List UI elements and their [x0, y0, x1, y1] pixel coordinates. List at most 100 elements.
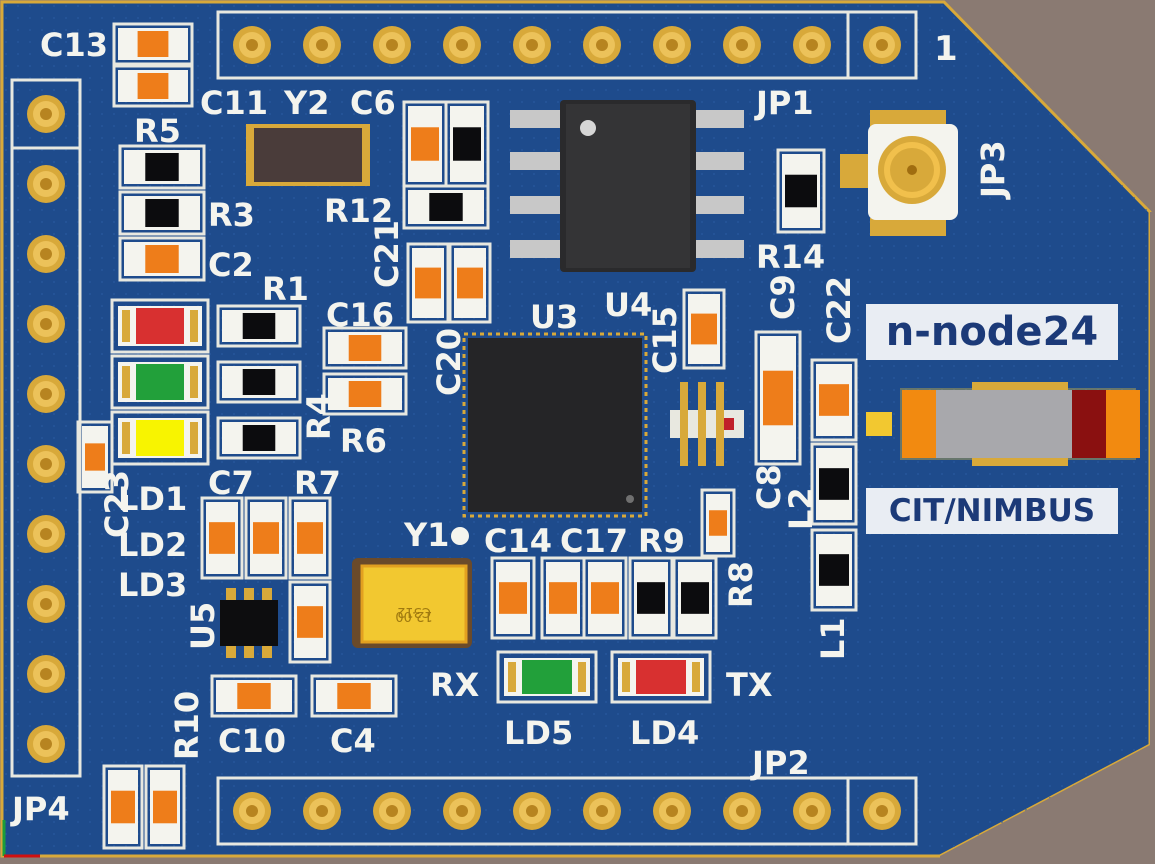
smd-component: [402, 184, 490, 230]
smd-component: [288, 580, 332, 664]
smd-component: [216, 416, 302, 460]
smd-component: [144, 764, 186, 850]
designator-r12: R12: [324, 192, 393, 230]
designator-c7: C7: [208, 464, 254, 502]
led-ld4-tx: [610, 650, 712, 704]
ic-u4: [510, 100, 744, 272]
smd-component: [582, 556, 628, 640]
designator-r14: R14: [756, 238, 825, 276]
fuse-component: [866, 382, 1140, 466]
smd-component: [76, 420, 114, 494]
designator-ld3: LD3: [118, 566, 187, 604]
designator-ld5: LD5: [504, 714, 573, 752]
passive-components: [76, 22, 858, 850]
designator-r4: R4: [300, 393, 338, 440]
connector-jp3: [840, 110, 958, 236]
smd-component: [810, 442, 858, 526]
axis-gizmo: [2, 820, 40, 858]
header-jp4: [10, 78, 82, 778]
designator-c21: C21: [368, 220, 406, 288]
led-ld1: [110, 298, 210, 354]
designator-r5: R5: [134, 112, 181, 150]
designator-ld1: LD1: [118, 480, 187, 518]
crystal-y1: C312 12.00: [352, 527, 472, 648]
crystal-marking-1: C312: [397, 604, 431, 619]
designator-ld2: LD2: [118, 526, 187, 564]
smd-component: [406, 242, 450, 324]
leds: [110, 298, 712, 704]
designator-rx: RX: [430, 666, 480, 704]
smd-component: [700, 488, 736, 558]
smd-component: [112, 22, 194, 66]
smd-component: [540, 556, 586, 640]
designator-c16: C16: [326, 296, 394, 334]
designator-c4: C4: [330, 722, 376, 760]
designator-c15: C15: [646, 306, 684, 374]
smd-component: [776, 148, 826, 234]
designator-c10: C10: [218, 722, 286, 760]
smd-component: [288, 496, 332, 580]
board-subtitle: CIT/NIMBUS: [866, 488, 1118, 534]
smd-component: [810, 358, 858, 442]
designator-r7: R7: [294, 464, 341, 502]
smd-component: [682, 288, 726, 370]
header-jp2: [216, 776, 918, 846]
smd-component: [810, 528, 858, 612]
designator-u4: U4: [604, 286, 652, 324]
designator-jp2: JP2: [750, 744, 810, 782]
smd-component: [216, 360, 302, 404]
smd-component: [200, 496, 244, 580]
smd-component: [102, 764, 144, 850]
smd-component: [216, 304, 302, 348]
smd-component: [754, 330, 802, 466]
designator-r8: R8: [722, 561, 760, 608]
designator-l1: L1: [814, 617, 852, 660]
ic-u5: [220, 588, 278, 658]
designator-jp1: JP1: [754, 84, 814, 122]
led-ld2: [110, 354, 210, 410]
smd-component: [448, 242, 492, 324]
smd-component: [402, 100, 448, 188]
smd-component: [628, 556, 674, 640]
crystal-marking-2: 12.00: [395, 608, 432, 623]
designator-r9: R9: [638, 522, 685, 560]
designator-c23: C23: [98, 470, 136, 538]
designator-c6: C6: [350, 84, 396, 122]
designator-jp1_pin1: 1: [934, 29, 958, 69]
smd-component: [210, 674, 298, 718]
designator-y2: Y2: [283, 84, 329, 122]
designator-y1: Y1: [403, 516, 449, 554]
designator-c20: C20: [430, 328, 468, 396]
designator-c17: C17: [560, 522, 628, 560]
smd-component: [310, 674, 398, 718]
designator-r1: R1: [262, 270, 309, 308]
designator-r10: R10: [168, 691, 206, 760]
led-ld5-rx: [496, 650, 598, 704]
header-jp1: [216, 10, 918, 80]
designator-c11: C11: [200, 84, 268, 122]
designator-c22: C22: [820, 276, 858, 344]
smd-component: [118, 236, 206, 282]
designator-tx: TX: [726, 666, 773, 704]
designator-c8: C8: [750, 464, 788, 510]
smd-component: [244, 496, 288, 580]
smd-component: [118, 144, 206, 190]
ic-u3: [462, 332, 648, 518]
designator-jp4: JP4: [10, 790, 70, 828]
designator-c13: C13: [40, 26, 108, 64]
designator-u5: U5: [184, 602, 222, 650]
designator-c14: C14: [484, 522, 552, 560]
designator-jp3: JP3: [974, 140, 1012, 200]
designator-r6: R6: [340, 422, 387, 460]
designator-l2: L2: [782, 487, 820, 530]
smd-component: [490, 556, 536, 640]
designator-r3: R3: [208, 196, 255, 234]
board-title: n-node24: [866, 304, 1118, 360]
smd-component: [322, 372, 408, 416]
designator-c2: C2: [208, 246, 254, 284]
smd-component: [112, 64, 194, 108]
designator-c9: C9: [764, 274, 802, 320]
